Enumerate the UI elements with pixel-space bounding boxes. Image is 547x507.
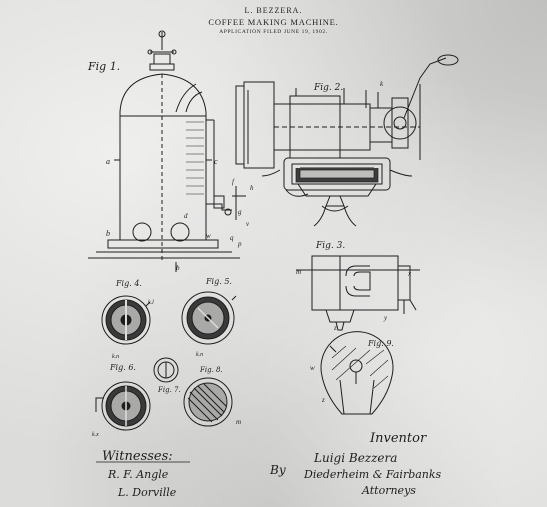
patent-filed-date: APPLICATION FILED JUNE 19, 1902. — [219, 29, 328, 35]
fig1-title: Fig 1. — [87, 60, 120, 73]
ref-label-kn2: k.n — [196, 352, 203, 358]
fig9-hatching — [331, 345, 389, 389]
fig2-coffee-fill — [295, 168, 379, 183]
attorneys-label: Attorneys — [361, 484, 416, 497]
ref-label-w: w — [206, 232, 211, 240]
ref-label-a: a — [106, 157, 110, 166]
ref-label-p: p — [237, 240, 242, 248]
ref-label-kl: k.l — [148, 300, 154, 306]
fig6-title: Fig. 6. — [109, 363, 136, 372]
ref-label-b2: b — [176, 264, 180, 272]
inventor-signature: Luigi Bezzera — [313, 451, 397, 465]
ref-label-x: x — [407, 270, 412, 278]
fig5-disc-drawing — [181, 291, 237, 345]
witnesses-label: Witnesses: — [102, 449, 173, 464]
ref-label-g: g — [238, 208, 242, 216]
patent-inventor-heading: L. BEZZERA. — [244, 6, 303, 15]
ref-label-b: b — [106, 229, 110, 238]
fig9-cone-drawing — [320, 331, 394, 415]
fig2-title: Fig. 2. — [313, 83, 343, 93]
ref-label-c: c — [214, 157, 218, 166]
inventor-label: Inventor — [369, 431, 427, 446]
ref-label-d: d — [184, 212, 188, 220]
fig4-disc-drawing — [101, 295, 151, 345]
ref-label-q: q — [230, 234, 234, 242]
ref-label-w2: w — [310, 364, 315, 372]
ref-label-v: v — [246, 220, 250, 228]
fig2-group-head-drawing — [235, 54, 459, 227]
fig7-ring-drawing — [153, 357, 179, 383]
fig4-title: Fig. 4. — [115, 279, 142, 288]
fig3-section-drawing — [296, 255, 420, 331]
fig6-disc-drawing — [95, 381, 151, 431]
ref-label-y: y — [383, 314, 388, 322]
ref-label-f: f — [232, 178, 235, 186]
fig1-water-hatching — [186, 121, 204, 195]
ref-label-z2: z — [321, 396, 325, 404]
ref-label-kn: k.n — [112, 354, 119, 360]
ref-label-m: m — [296, 268, 301, 276]
fig5-title: Fig. 5. — [205, 277, 232, 286]
attorney-signature: Diederheim & Fairbanks — [303, 468, 442, 481]
fig8-disc-drawing — [183, 377, 233, 427]
fig9-title: Fig. 9. — [367, 339, 394, 348]
fig1-boiler-drawing — [88, 30, 246, 272]
fig8-title: Fig. 8. — [199, 366, 223, 374]
ref-label-z: z — [333, 324, 337, 332]
by-label: By — [269, 463, 286, 477]
fig3-title: Fig. 3. — [315, 241, 345, 251]
witness-2-signature: L. Dorville — [117, 486, 177, 499]
ref-label-k: k — [380, 80, 384, 88]
fig7-title: Fig. 7. — [157, 386, 181, 394]
ref-label-m2: m — [236, 418, 241, 426]
witness-1-signature: R. F. Angle — [107, 468, 169, 481]
patent-title: COFFEE MAKING MACHINE. — [208, 17, 339, 27]
ref-label-h: h — [250, 184, 254, 192]
ref-label-kx: k.x — [92, 432, 99, 438]
